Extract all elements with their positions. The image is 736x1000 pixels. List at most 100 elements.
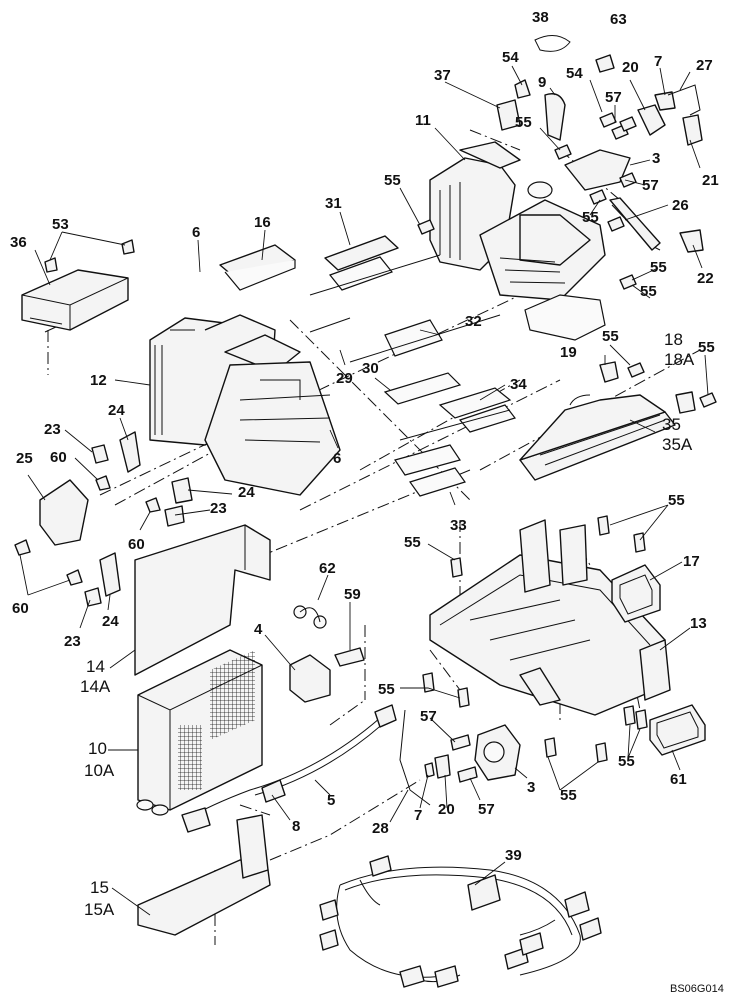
callout-14: 14 [86, 657, 105, 676]
cover-15 [137, 814, 271, 936]
main-harness-39 [319, 855, 602, 988]
screws [14, 112, 717, 783]
callout-31: 31 [325, 195, 342, 212]
callout-55: 55 [384, 172, 401, 189]
callout-13: 13 [690, 615, 707, 632]
callout-60: 60 [12, 600, 29, 617]
callout-26: 26 [672, 197, 689, 214]
callout-27: 27 [696, 57, 713, 74]
callout-55: 55 [404, 534, 421, 551]
callout-55: 55 [640, 283, 657, 300]
callout-57: 57 [642, 177, 659, 194]
callout-55: 55 [650, 259, 667, 276]
evaporator-10 [136, 649, 263, 816]
callout-14A: 14A [80, 677, 111, 696]
callout-25: 25 [16, 450, 33, 467]
callout-63: 63 [610, 11, 627, 28]
callout-7: 7 [654, 53, 662, 70]
callout-38: 38 [532, 9, 549, 26]
callout-6: 6 [192, 224, 200, 241]
callout-18: 18 [664, 330, 683, 349]
air-filter-36 [21, 269, 129, 331]
callout-22: 22 [697, 270, 714, 287]
callout-20: 20 [622, 59, 639, 76]
callout-36: 36 [10, 234, 27, 251]
callout-59: 59 [344, 586, 361, 603]
callout-23: 23 [44, 421, 61, 438]
callout-4: 4 [254, 621, 263, 638]
callout-33: 33 [450, 517, 467, 534]
callout-18A: 18A [664, 350, 695, 369]
callout-55: 55 [698, 339, 715, 356]
callout-24: 24 [238, 484, 255, 501]
callout-53: 53 [52, 216, 69, 233]
callout-60: 60 [50, 449, 67, 466]
callout-57: 57 [420, 708, 437, 725]
link-levers [39, 431, 193, 607]
callout-19: 19 [560, 344, 577, 361]
callout-57: 57 [478, 801, 495, 818]
callout-54: 54 [566, 65, 583, 82]
callout-15A: 15A [84, 900, 115, 919]
callout-55: 55 [668, 492, 685, 509]
upper-small-parts [496, 35, 704, 414]
cover-14 [134, 524, 271, 676]
unit-case-12 [149, 314, 341, 496]
valve-4 [289, 605, 331, 703]
callout-23: 23 [64, 633, 81, 650]
callout-62: 62 [319, 560, 336, 577]
callout-16: 16 [254, 214, 271, 231]
actuator-3 [424, 724, 521, 781]
callout-60: 60 [128, 536, 145, 553]
upper-case-11 [429, 141, 606, 341]
callout-5: 5 [327, 792, 335, 809]
callout-35: 35 [662, 415, 681, 434]
callout-23: 23 [210, 500, 227, 517]
callout-30: 30 [362, 360, 379, 377]
document-id: BS06G014 [670, 983, 724, 995]
callout-34: 34 [510, 376, 527, 393]
callout-32: 32 [465, 313, 482, 330]
callout-10: 10 [88, 739, 107, 758]
callout-55: 55 [582, 209, 599, 226]
leader-lines [19, 65, 709, 916]
callout-55: 55 [560, 787, 577, 804]
callout-39: 39 [505, 847, 522, 864]
callout-6: 6 [333, 450, 341, 467]
callout-11: 11 [415, 112, 431, 129]
callout-37: 37 [434, 67, 451, 84]
callout-10A: 10A [84, 761, 115, 780]
callout-55: 55 [378, 681, 395, 698]
callout-29: 29 [336, 370, 353, 387]
callout-55: 55 [618, 753, 635, 770]
callout-9: 9 [538, 74, 546, 91]
duct-35 [519, 394, 676, 481]
seal-17 [611, 564, 661, 623]
callout-61: 61 [670, 771, 687, 788]
callout-55: 55 [602, 328, 619, 345]
callout-35A: 35A [662, 435, 693, 454]
harness-5 [181, 704, 431, 833]
callout-20: 20 [438, 801, 455, 818]
callout-15: 15 [90, 878, 109, 897]
callout-24: 24 [102, 613, 119, 630]
callout-3: 3 [652, 150, 660, 167]
callout-3: 3 [527, 779, 535, 796]
dampers [309, 235, 517, 497]
door-16 [219, 244, 296, 291]
callout-28: 28 [372, 820, 389, 837]
callout-54: 54 [502, 49, 519, 66]
callout-8: 8 [292, 818, 300, 835]
callout-21: 21 [702, 172, 719, 189]
seal-61 [649, 704, 706, 756]
lower-case-13 [429, 519, 671, 716]
callout-12: 12 [90, 372, 107, 389]
callout-24: 24 [108, 402, 125, 419]
callout-55: 55 [515, 114, 532, 131]
callout-57: 57 [605, 89, 622, 106]
callout-7: 7 [414, 807, 422, 824]
callout-labels: 38 63 54 37 9 54 20 7 27 57 11 55 3 21 5… [10, 9, 724, 995]
callout-17: 17 [683, 553, 700, 570]
